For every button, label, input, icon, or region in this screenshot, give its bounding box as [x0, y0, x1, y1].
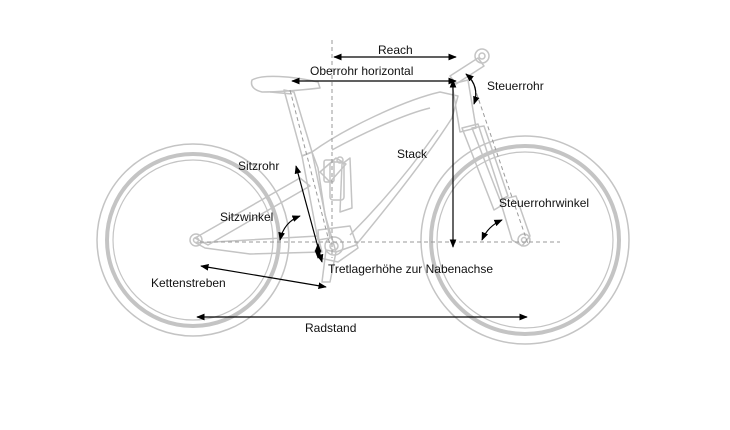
front-wheel: [420, 135, 630, 345]
head-angle-arrow: [481, 219, 503, 241]
bb-drop-label: Tretlagerhöhe zur Nabenachse: [328, 262, 493, 276]
reach-label: Reach: [378, 43, 413, 57]
chainstay: [195, 235, 323, 255]
seat-tube-label: Sitzrohr: [238, 159, 279, 173]
head-angle-label: Steuerrohrwinkel: [499, 196, 589, 210]
saddle: [250, 75, 321, 93]
seatpost: [283, 89, 313, 157]
stack-label: Stack: [397, 147, 428, 161]
chainstay-arrow: [200, 263, 327, 290]
head-tube-arrow: [465, 73, 480, 105]
head-tube: [451, 79, 477, 133]
labels: Reach Oberrohr horizontal Steuerrohr Sta…: [151, 43, 589, 335]
seat-angle-label: Sitzwinkel: [220, 210, 273, 224]
seat-angle-arrow: [278, 215, 301, 241]
top-tube-label: Oberrohr horizontal: [310, 64, 413, 78]
head-tube-axis: [471, 79, 529, 245]
measurement-arrows: [196, 53, 528, 321]
fork: [461, 123, 505, 211]
wheelbase-label: Radstand: [305, 321, 356, 335]
main-frame: [311, 91, 459, 253]
head-tube-label: Steuerrohr: [487, 79, 544, 93]
chainstay-label: Kettenstreben: [151, 276, 226, 290]
